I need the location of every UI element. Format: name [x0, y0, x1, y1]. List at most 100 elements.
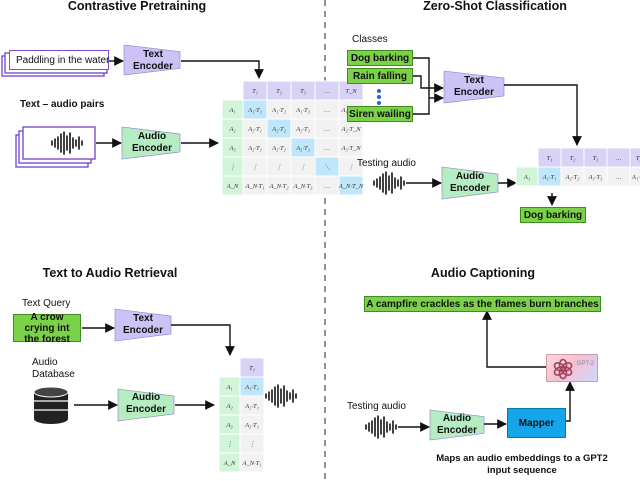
openai-icon [553, 358, 573, 380]
cp-cell-2-0-text: A₃·T₁ [247, 145, 262, 152]
contrastive-text-encoder: Text Encoder [127, 49, 179, 73]
arrow-mapper-to-gpt [565, 381, 575, 422]
audio-wave-icon [51, 131, 83, 155]
audio-encoder-label: Audio Encoder [131, 131, 172, 154]
arrow-rt-text-encoder-to-matrix [171, 324, 235, 356]
title-captioning: Audio Captioning [430, 266, 536, 280]
query-box: A crow crying int the forest [13, 312, 81, 345]
database-label: Audio Database [32, 357, 75, 381]
arrow-zs-text-encoder-to-matrix [504, 84, 582, 146]
cp-cell-0-3-text: … [324, 107, 330, 114]
rt-cell-3-text: ⋮ [249, 441, 256, 448]
cp-row-0-text: A₁ [228, 107, 235, 114]
cp-header-1-text: T₂ [276, 88, 283, 95]
cp-cell-3-3-text: ⋱ [324, 164, 331, 171]
class-rain-falling: Rain falling [347, 68, 413, 84]
line-class1 [412, 57, 430, 98]
cp-cell-2-1-text: A₃·T₂ [271, 145, 286, 152]
cp-cell-1-2-text: A₂·T₃ [295, 126, 310, 133]
cp-cell-1-3-text: … [324, 126, 330, 133]
line-class2 [412, 75, 444, 93]
gpt2-label: GPT-2 [576, 361, 594, 367]
zs-audio-encoder-label: Audio Encoder [449, 171, 490, 194]
title-contrastive: Contrastive Pretraining [67, 0, 207, 13]
pairs-label: Text – audio pairs [20, 99, 105, 110]
cp-cell-4-3-text: … [324, 183, 330, 190]
cp-row-3-text: ⋮ [229, 164, 236, 171]
rt-audio-encoder-label: Audio Encoder [125, 392, 166, 415]
rt-cell-0-text: A₁·T₁ [244, 384, 259, 391]
mapper-description-text: Maps an audio embeddings to a GPT2 input… [436, 453, 608, 476]
cp-cell-3-1-text: ⋮ [276, 164, 283, 171]
zs-header-3-text: … [616, 155, 622, 162]
zs-cell-4 [629, 166, 640, 187]
cp-cell-4-0-text: A_N·T₁ [244, 183, 264, 190]
rt-cell-4-text: A_N·T₁ [241, 460, 261, 467]
zs-header-2-text: T₃ [593, 155, 599, 162]
database-icon [33, 386, 69, 424]
class-dog-barking: Dog barking [347, 50, 413, 66]
cap-audio-encoder-shape [429, 409, 485, 441]
cp-cell-1-0-text: A₂·T₁ [247, 126, 262, 133]
cp-cell-4-4 [338, 175, 364, 196]
rt-row-4-text: A_N [223, 460, 236, 467]
rt-text-encoder-shape [114, 308, 172, 342]
zs-text-encoder-shape [443, 70, 505, 104]
cp-cell-4-1-text: A_N·T₂ [268, 183, 289, 190]
zs-audio-wave-icon [373, 171, 405, 195]
cp-row-4-text: A_N [226, 183, 239, 190]
classes-label: Classes [352, 34, 388, 45]
rt-audio-encoder-shape [117, 388, 175, 422]
database-label-text: Audio Database [32, 357, 75, 380]
cp-cell-4-2-text: A_N·T₃ [292, 183, 312, 190]
rt-row-1-text: A₂ [225, 403, 233, 410]
line-class3 [412, 98, 430, 115]
zs-cell-2-text: A₁·T₃ [588, 174, 603, 181]
zs-text-encoder-label: Text Encoder [453, 75, 494, 98]
text-encoder-label: Text Encoder [132, 49, 173, 72]
zs-text-encoder: Text Encoder [448, 75, 500, 99]
rt-result-wave-icon [265, 384, 297, 408]
zs-audio-encoder-shape [441, 166, 499, 200]
contrastive-text-encoder-shape [123, 44, 181, 76]
cp-cell-0-0-text: A₁·T₁ [247, 107, 262, 114]
gpt2-block: GPT-2 [546, 354, 598, 382]
contrastive-text-input-label: Paddling in the water [16, 55, 110, 66]
zs-header-4 [629, 147, 640, 168]
cp-row-1-text: A₂ [228, 126, 236, 133]
rt-text-encoder: Text Encoder [118, 313, 168, 337]
zs-testing-label: Testing audio [357, 158, 416, 169]
cap-audio-wave-icon [365, 415, 397, 439]
zs-header-4-text: T_N [636, 155, 640, 162]
zs-audio-encoder: Audio Encoder [445, 171, 495, 195]
cp-cell-4-4-text: A_N·T_N [338, 183, 364, 190]
cp-header-4-text: T_N [345, 88, 357, 95]
cap-audio-encoder: Audio Encoder [433, 413, 481, 437]
rt-row-3-text: ⋮ [226, 441, 233, 448]
caption-box: A campfire crackles as the flames burn b… [364, 296, 601, 312]
rt-header-0-text: T₁ [249, 365, 255, 372]
cp-cell-2-4-text: A₃·T_N [340, 145, 361, 152]
rt-text-encoder-label: Text Encoder [122, 313, 163, 336]
cp-cell-2-3-text: … [324, 145, 330, 152]
contrastive-audio-encoder-shape [121, 126, 181, 160]
cp-cell-1-1-text: A₂·T₂ [271, 126, 286, 133]
cp-header-3-text: … [324, 88, 330, 95]
class-ellipsis-dots [377, 89, 381, 105]
cp-row-2-text: A₃ [228, 145, 235, 152]
cp-cell-1-4-text: A₂·T_N [340, 126, 361, 133]
zs-header-0-text: T₁ [547, 155, 553, 162]
rt-cell-1-text: A₂·T₁ [244, 403, 259, 410]
rt-cell-2-text: A₃·T₁ [244, 422, 259, 429]
cp-cell-0-2-text: A₁·T₃ [295, 107, 310, 114]
cap-testing-label: Testing audio [347, 401, 406, 412]
zs-cell-1-text: A₁·T₂ [565, 174, 580, 181]
cap-audio-encoder-label: Audio Encoder [436, 413, 477, 436]
zs-cell-0-text: A₁·T₁ [542, 174, 557, 181]
zs-cell-4-text: A₁·T_N [631, 174, 640, 181]
rt-cell-4 [239, 452, 265, 473]
rt-row-2-text: A₃ [225, 422, 232, 429]
cp-header-0-text: T₁ [252, 88, 258, 95]
mapper-block: Mapper [507, 408, 566, 438]
